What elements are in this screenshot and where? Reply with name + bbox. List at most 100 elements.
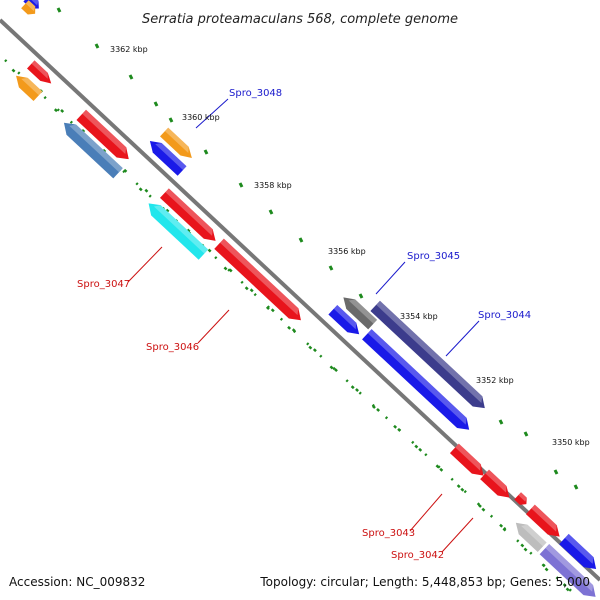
gene-arrow-highlight bbox=[531, 504, 557, 532]
gene-arrow-highlight bbox=[164, 127, 189, 153]
gene-arrow-body bbox=[328, 304, 360, 335]
gene-arrow[interactable] bbox=[449, 443, 488, 481]
genome-backbone bbox=[0, 18, 600, 582]
gene-arrow-body bbox=[160, 127, 192, 158]
gene-arrow-highlight bbox=[545, 544, 594, 592]
gene-arrow-highlight bbox=[518, 492, 527, 502]
gene-arrow-highlight bbox=[220, 238, 299, 316]
gene-arrow-body bbox=[370, 300, 485, 409]
ruler-tick bbox=[238, 182, 244, 188]
accession-text: Accession: NC_009832 bbox=[9, 575, 145, 589]
gene-arrow-highlight bbox=[155, 143, 187, 171]
gene-arrow[interactable] bbox=[214, 238, 305, 326]
label-leader-line bbox=[409, 493, 443, 532]
gene-arrow-body bbox=[149, 140, 187, 176]
gene-features bbox=[12, 0, 600, 600]
gene-arrow-body bbox=[343, 297, 378, 330]
gene-arrow-body bbox=[362, 329, 470, 430]
gene-arrow-highlight bbox=[564, 533, 594, 564]
gene-arrow-body bbox=[214, 238, 301, 321]
gene-arrow[interactable] bbox=[59, 118, 123, 179]
ruler-label: 3350 kbp bbox=[552, 438, 590, 447]
gene-label-spro-3044[interactable]: Spro_3044 bbox=[478, 310, 531, 321]
gene-arrow[interactable] bbox=[144, 198, 209, 260]
gene-arrow[interactable] bbox=[27, 60, 55, 87]
ruler-tick bbox=[328, 265, 334, 271]
gene-arrow[interactable] bbox=[480, 469, 514, 503]
gene-label-spro-3043[interactable]: Spro_3043 bbox=[362, 528, 415, 539]
gene-arrow-highlight bbox=[31, 60, 48, 79]
ruler-tick bbox=[523, 431, 529, 437]
label-leader-line bbox=[441, 517, 474, 553]
ruler-tick bbox=[298, 237, 304, 243]
ruler-labels: 3362 kbp 3360 kbp 3358 kbp 3356 kbp 3354… bbox=[110, 45, 590, 447]
gene-arrow[interactable] bbox=[514, 492, 530, 507]
gene-label-spro-3045[interactable]: Spro_3045 bbox=[407, 251, 460, 262]
gene-arrow-highlight bbox=[485, 469, 507, 493]
gene-arrow-body bbox=[559, 533, 597, 570]
page-title: Serratia proteamaculans 568, complete ge… bbox=[142, 12, 458, 27]
ruler-tick bbox=[358, 293, 364, 299]
gene-arrow[interactable] bbox=[539, 544, 600, 600]
gene-arrow-highlight bbox=[21, 77, 43, 96]
gene-arrow-body bbox=[27, 60, 52, 84]
ruler-ticks bbox=[0, 7, 583, 600]
gene-arrow[interactable] bbox=[160, 127, 196, 163]
ruler-label: 3354 kbp bbox=[400, 312, 438, 321]
ruler-tick bbox=[56, 7, 62, 13]
gene-arrow[interactable] bbox=[362, 329, 474, 435]
gene-arrow-highlight bbox=[376, 300, 483, 404]
ruler-tick bbox=[168, 117, 174, 123]
gene-arrow-highlight bbox=[25, 0, 36, 11]
gene-arrow-body bbox=[539, 544, 596, 597]
gene-arrow[interactable] bbox=[525, 504, 564, 542]
ruler-tick-line bbox=[4, 59, 583, 600]
gene-arrow-body bbox=[148, 203, 209, 260]
gene-arrow-highlight bbox=[27, 0, 39, 6]
label-leader-line bbox=[195, 98, 229, 129]
gene-arrow-highlight bbox=[348, 299, 378, 324]
gene-arrow-body bbox=[449, 443, 484, 476]
gene-arrow[interactable] bbox=[559, 533, 600, 574]
ruler-label: 3352 kbp bbox=[476, 376, 514, 385]
gene-arrow-body bbox=[16, 75, 43, 101]
gene-arrow[interactable] bbox=[339, 293, 378, 330]
genome-info-text: Topology: circular; Length: 5,448,853 bp… bbox=[259, 575, 590, 589]
label-leader-line bbox=[375, 261, 406, 295]
gene-label-spro-3042[interactable]: Spro_3042 bbox=[391, 550, 444, 561]
gene-arrow-highlight bbox=[333, 304, 357, 330]
gene-arrow[interactable] bbox=[145, 136, 187, 176]
gene-labels: Spro_3048 Spro_3047 Spro_3046 Spro_3045 … bbox=[77, 88, 531, 561]
gene-arrow-body bbox=[159, 188, 216, 241]
gene-arrow[interactable] bbox=[328, 304, 363, 339]
label-leader-line bbox=[127, 246, 163, 283]
label-leader-line bbox=[197, 309, 230, 344]
gene-arrow[interactable] bbox=[12, 71, 43, 101]
gene-arrow-body bbox=[21, 0, 36, 15]
gene-arrow-highlight bbox=[82, 109, 127, 155]
gene-arrow-body bbox=[515, 522, 547, 553]
gene-arrow[interactable] bbox=[370, 300, 489, 414]
gene-arrow[interactable] bbox=[21, 0, 39, 18]
ruler-tick-line bbox=[39, 89, 581, 600]
gene-arrow-body bbox=[514, 492, 527, 505]
gene-arrow[interactable] bbox=[76, 109, 133, 165]
ruler-label: 3360 kbp bbox=[182, 113, 220, 122]
gene-label-spro-3047[interactable]: Spro_3047 bbox=[77, 279, 130, 290]
label-leaders bbox=[127, 98, 480, 553]
gene-arrow-highlight bbox=[367, 329, 467, 425]
gene-label-spro-3048[interactable]: Spro_3048 bbox=[229, 88, 282, 99]
ruler-label: 3358 kbp bbox=[254, 181, 292, 190]
ruler-tick bbox=[573, 484, 579, 490]
label-leader-line bbox=[445, 320, 480, 357]
gene-label-spro-3046[interactable]: Spro_3046 bbox=[146, 342, 199, 353]
gene-arrow[interactable] bbox=[159, 188, 220, 245]
ruler-tick bbox=[268, 209, 274, 215]
ruler-tick bbox=[94, 43, 100, 49]
ruler-tick bbox=[128, 74, 134, 80]
ruler-tick bbox=[203, 149, 209, 155]
gene-arrow[interactable] bbox=[511, 518, 547, 553]
gene-arrow-highlight bbox=[69, 124, 123, 173]
gene-arrow-body bbox=[63, 122, 123, 179]
